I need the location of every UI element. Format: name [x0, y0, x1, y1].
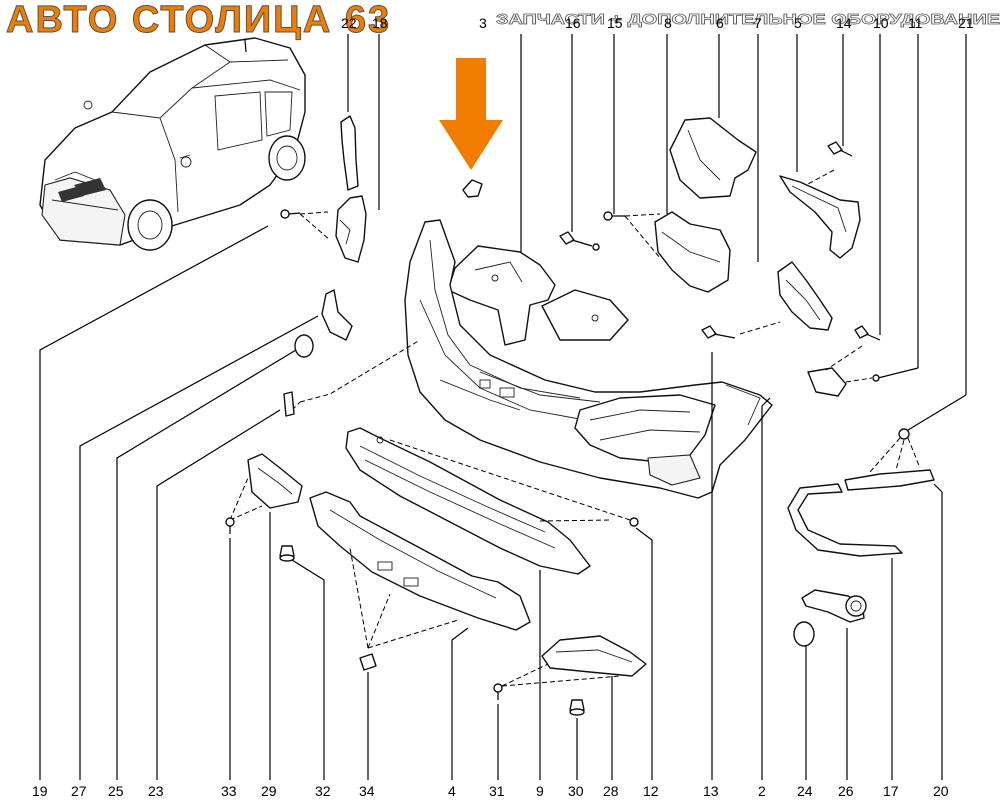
- callout-33: 33: [221, 783, 237, 799]
- part-25-bracket: [321, 289, 353, 341]
- callout-14: 14: [836, 15, 852, 31]
- part-18-bracket: [335, 195, 367, 263]
- part-7-bracket: [777, 261, 833, 331]
- callout-16: 16: [565, 15, 581, 31]
- part-11-grille: [807, 367, 847, 397]
- part-3-clip: [462, 179, 483, 198]
- part-33-screw: [225, 517, 235, 534]
- callout-18: 18: [372, 15, 388, 31]
- part-23-plug: [283, 391, 295, 417]
- callout-25: 25: [108, 783, 124, 799]
- callout-11: 11: [908, 15, 923, 31]
- part-24-cap: [793, 621, 815, 647]
- part-34-clip: [359, 653, 377, 671]
- callout-27: 27: [71, 783, 87, 799]
- part-29-bracket: [247, 453, 303, 509]
- top-leader-lines: [347, 34, 967, 431]
- bottom-leader-lines: [39, 225, 771, 780]
- part-8-air-duct: [654, 211, 731, 293]
- callout-7: 7: [754, 15, 762, 31]
- callout-2: 2: [758, 783, 766, 799]
- callout-8: 8: [664, 15, 672, 31]
- part-3-upper-support: [447, 245, 556, 346]
- part-5-bracket: [779, 175, 861, 259]
- callout-22: 22: [341, 15, 357, 31]
- callout-34: 34: [359, 783, 375, 799]
- part-15-screw: [603, 211, 625, 221]
- part-22-trim: [340, 115, 359, 191]
- highlight-arrow: [439, 58, 503, 170]
- header-title: ЗАПЧАСТИ + ДОПОЛНИТЕЛЬНОЕ ОБОРУДОВАНИЕ: [496, 12, 1000, 28]
- down-arrow-icon: [439, 58, 503, 170]
- callout-5: 5: [794, 15, 802, 31]
- part-26-fog-lamp: [801, 589, 865, 623]
- callout-19: 19: [32, 783, 48, 799]
- part-19-fastener: [280, 209, 301, 219]
- callout-15: 15: [607, 15, 623, 31]
- vehicle-reference-illustration: [39, 37, 306, 251]
- part-31-screw: [493, 683, 503, 700]
- callout-12: 12: [643, 783, 659, 799]
- part-12-screw: [629, 517, 639, 527]
- callout-32: 32: [315, 783, 331, 799]
- bottom-callouts: 19 27 25 23 33 29 32 34 4 31 9 30 28 12 …: [32, 783, 949, 799]
- part-27-cap: [294, 334, 314, 358]
- callout-28: 28: [603, 783, 619, 799]
- part-20-trim-strip: [844, 469, 935, 491]
- part-9-lower-insert: [345, 427, 591, 575]
- part-32-nut: [279, 545, 295, 562]
- part-28-bracket: [541, 635, 647, 677]
- callout-20: 20: [933, 783, 949, 799]
- callout-9: 9: [536, 783, 544, 799]
- part-13-bumper-cover: [404, 219, 773, 499]
- part-14-bolt: [827, 141, 853, 157]
- callout-23: 23: [148, 783, 164, 799]
- part-10-bolt-b: [701, 325, 736, 339]
- callout-3: 3: [479, 15, 487, 31]
- watermark-header: АВТО СТОЛИЦА 63 ЗАПЧАСТИ + ДОПОЛНИТЕЛЬНО…: [6, 0, 1000, 42]
- part-16-bolt: [559, 231, 600, 251]
- top-callouts: 22 18 3 16 15 8 6 7 5 14 10 11 21: [341, 15, 974, 31]
- callout-13: 13: [703, 783, 719, 799]
- callout-24: 24: [797, 783, 813, 799]
- callout-4: 4: [448, 783, 456, 799]
- part-10-bolt: [854, 325, 881, 341]
- callout-6: 6: [716, 15, 724, 31]
- part-30-nut: [569, 699, 585, 716]
- callout-29: 29: [261, 783, 277, 799]
- brand-logo: АВТО СТОЛИЦА 63: [6, 0, 391, 41]
- part-6-air-duct: [669, 117, 757, 199]
- callout-26: 26: [838, 783, 854, 799]
- callout-17: 17: [883, 783, 899, 799]
- callout-31: 31: [489, 783, 505, 799]
- callout-21: 21: [958, 15, 974, 31]
- part-21-clip: [898, 428, 910, 440]
- callout-10: 10: [873, 15, 889, 31]
- callout-30: 30: [568, 783, 584, 799]
- part-17-lamp-surround: [787, 483, 903, 557]
